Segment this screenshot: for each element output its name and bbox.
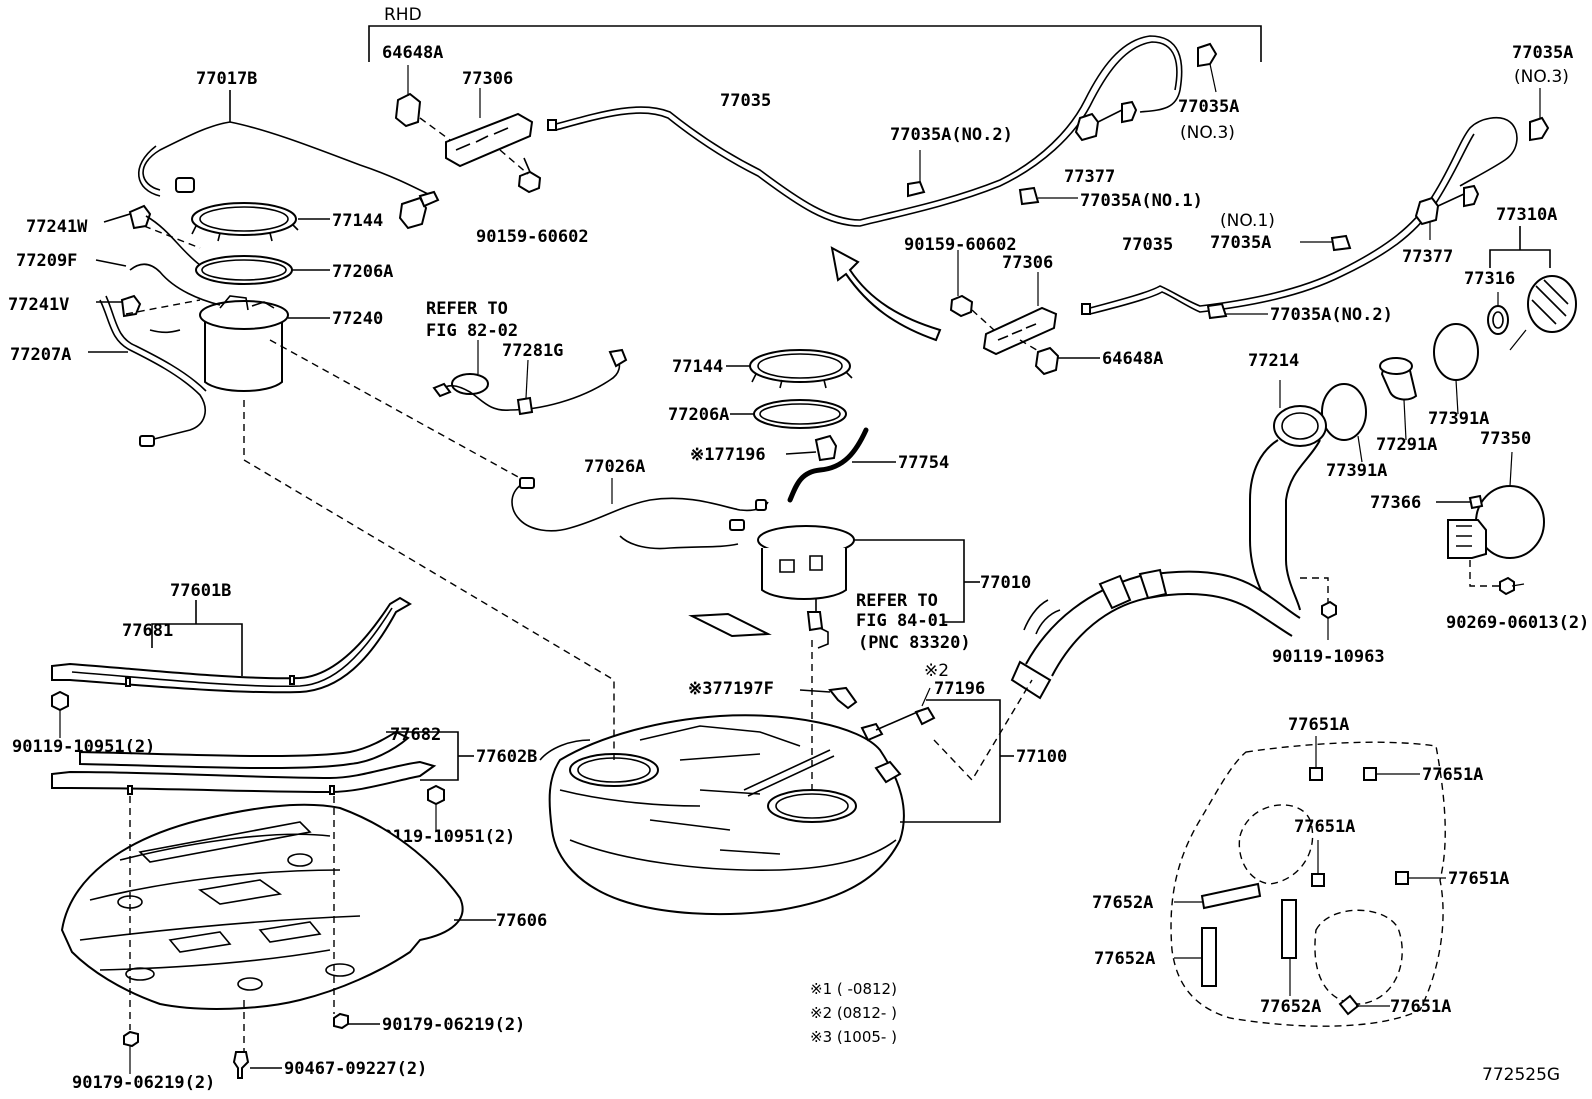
label-77241v: 77241V xyxy=(8,295,69,315)
label-77366: 77366 xyxy=(1370,493,1421,513)
label-77144-left: 77144 xyxy=(332,211,383,231)
label-77681: 77681 xyxy=(122,621,173,641)
label-77214: 77214 xyxy=(1248,351,1299,371)
label-77026a: 77026A xyxy=(584,457,645,477)
filler-pipe-group xyxy=(1010,380,1337,700)
label-77377-right: 77377 xyxy=(1402,247,1453,267)
fuel-lid-group xyxy=(1436,451,1545,596)
label-77035-mid: 77035 xyxy=(1122,235,1173,255)
label-77196: 77196 xyxy=(934,679,985,699)
label-77017b: 77017B xyxy=(196,69,257,89)
label-77310a: 77310A xyxy=(1496,205,1557,225)
rhd-label: RHD xyxy=(384,5,422,25)
refer-fig-82-group: REFER TO FIG 82-02 xyxy=(426,299,628,416)
note-1: ※1 ( -0812) xyxy=(810,980,897,998)
label-77682: 77682 xyxy=(390,725,441,745)
label-77306-top: 77306 xyxy=(462,69,513,89)
label-77350: 77350 xyxy=(1480,429,1531,449)
label-77010: 77010 xyxy=(980,573,1031,593)
label-90159-top: 90159-60602 xyxy=(476,227,589,247)
label-77035a-no2-top: 77035A(NO.2) xyxy=(890,125,1013,145)
tank-straps xyxy=(51,596,474,830)
note-3: ※3 (1005- ) xyxy=(810,1028,897,1046)
label-77651a-e: 77651A xyxy=(1390,997,1451,1017)
label-77652a-c: 77652A xyxy=(1260,997,1321,1017)
label-77754: 77754 xyxy=(898,453,949,473)
label-77035a-no1-top: 77035A(NO.1) xyxy=(1080,191,1203,211)
label-77206a-mid: 77206A xyxy=(668,405,729,425)
label-77601b: 77601B xyxy=(170,581,231,601)
label-90159-mid: 90159-60602 xyxy=(904,235,1017,255)
label-77144-mid: 77144 xyxy=(672,357,723,377)
label-77035a-no2-mid: 77035A(NO.2) xyxy=(1270,305,1393,325)
label-64648a-mid: 64648A xyxy=(1102,349,1163,369)
label-77651a-d: 77651A xyxy=(1448,869,1509,889)
label-77100: 77100 xyxy=(1016,747,1067,767)
label-77206a-left: 77206A xyxy=(332,262,393,282)
label-77035a-no3-right-sub: (NO.3) xyxy=(1514,67,1569,87)
rhd-parking-cable-group xyxy=(394,35,1218,227)
insulator-panel xyxy=(1170,736,1446,1027)
label-77651a-b: 77651A xyxy=(1422,765,1483,785)
label-64648a-top: 64648A xyxy=(382,43,443,63)
label-90179-06219-a: 90179-06219(2) xyxy=(382,1015,525,1035)
label-77602b: 77602B xyxy=(476,747,537,767)
label-77291a: 77291A xyxy=(1376,435,1437,455)
label-77377-top: 77377 xyxy=(1064,167,1115,187)
sender-gauge-assembly xyxy=(88,121,440,447)
label-77391a-b: 77391A xyxy=(1326,461,1387,481)
label-77651a-a: 77651A xyxy=(1288,715,1349,735)
fuel-tank-77100 xyxy=(243,400,1033,916)
fuel-pump-group xyxy=(269,339,980,649)
label-90119-10963: 90119-10963 xyxy=(1272,647,1385,667)
note-2: ※2 (0812- ) xyxy=(810,1004,897,1022)
label-77035a-no3-mid: 77035A xyxy=(1178,97,1239,117)
refer-fig-82-line1: REFER TO xyxy=(426,299,508,319)
label-77035a-no3-right: 77035A xyxy=(1512,43,1573,63)
under-protector-77606 xyxy=(60,796,496,1079)
label-90179-06219-b: 90179-06219(2) xyxy=(72,1073,215,1093)
refer-fig-82-line2: FIG 82-02 xyxy=(426,321,518,341)
label-77035a-no1-mid-sub: (NO.1) xyxy=(1220,211,1275,231)
refer-fig-84-line3: (PNC 83320) xyxy=(858,633,971,653)
refer-fig-84-line1: REFER TO xyxy=(856,591,938,611)
label-77240: 77240 xyxy=(332,309,383,329)
refer-fig-84-line2: FIG 84-01 xyxy=(856,611,948,631)
label-77606: 77606 xyxy=(496,911,547,931)
label-77316: 77316 xyxy=(1464,269,1515,289)
label-77035-top: 77035 xyxy=(720,91,771,111)
label-77651a-c: 77651A xyxy=(1294,817,1355,837)
rhd-bracket: RHD xyxy=(368,5,1262,62)
label-90119-10951-a: 90119-10951(2) xyxy=(12,737,155,757)
label-77306-mid: 77306 xyxy=(1002,253,1053,273)
label-90467: 90467-09227(2) xyxy=(284,1059,427,1079)
label-77207a: 77207A xyxy=(10,345,71,365)
fuel-cap-group xyxy=(1321,226,1577,463)
lhd-parking-cable-group xyxy=(830,88,1550,376)
label-77391a-a: 77391A xyxy=(1428,409,1489,429)
label-177196: ※177196 xyxy=(690,445,766,465)
label-2-mark: ※2 xyxy=(924,661,949,681)
label-77652a-a: 77652A xyxy=(1092,893,1153,913)
label-77241w: 77241W xyxy=(26,217,88,237)
label-90269: 90269-06013(2) xyxy=(1446,613,1589,633)
label-77035a-no1-mid: 77035A xyxy=(1210,233,1271,253)
label-77035a-no3-mid-sub: (NO.3) xyxy=(1180,123,1235,143)
label-90119-10951-b: 90119-10951(2) xyxy=(372,827,515,847)
label-77281g: 77281G xyxy=(502,341,563,361)
diagram-id: 772525G xyxy=(1482,1065,1560,1085)
label-77209f: 77209F xyxy=(16,251,77,271)
label-77197f: ※377197F xyxy=(688,679,774,699)
label-77652a-b: 77652A xyxy=(1094,949,1155,969)
